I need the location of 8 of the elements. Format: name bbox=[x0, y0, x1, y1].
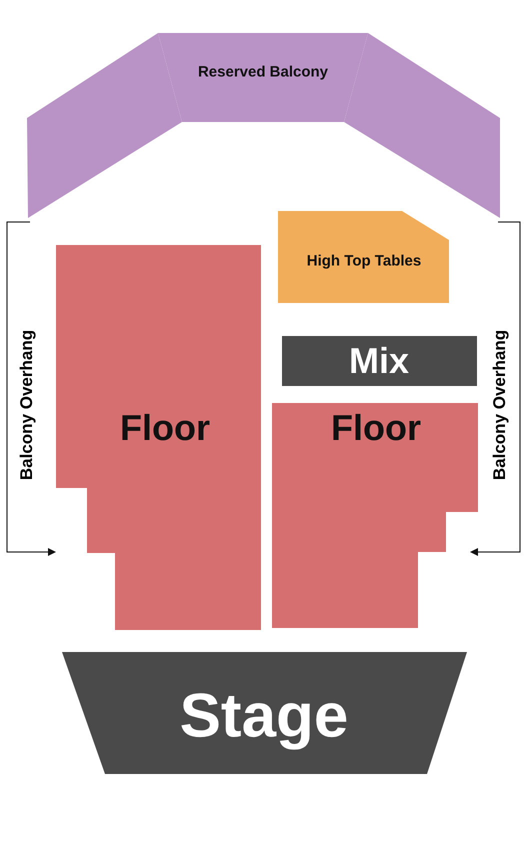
section-label: Stage bbox=[180, 680, 348, 752]
section-label: Floor bbox=[331, 407, 421, 449]
section-label: Reserved Balcony bbox=[198, 64, 328, 80]
section-label: Floor bbox=[120, 407, 210, 449]
side-label: Balcony Overhang bbox=[490, 330, 510, 480]
section-label: High Top Tables bbox=[306, 252, 422, 270]
section-label: Mix bbox=[349, 340, 409, 382]
side-label: Balcony Overhang bbox=[17, 330, 37, 480]
